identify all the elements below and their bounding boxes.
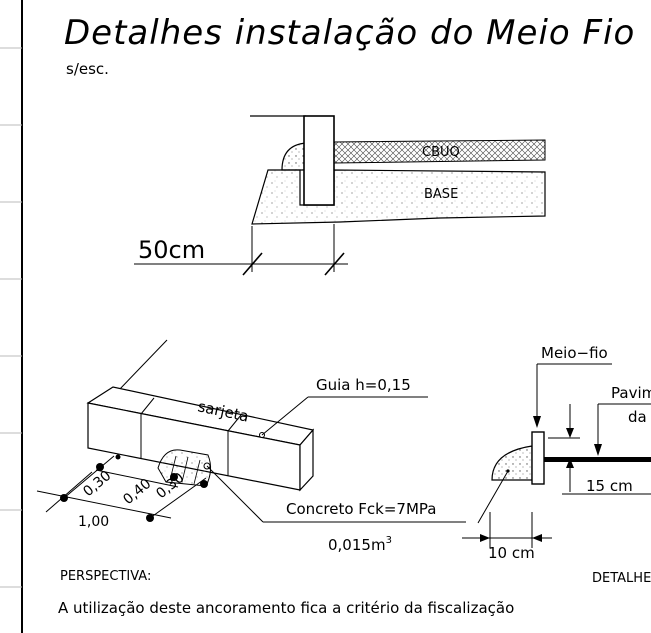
dim-10cm: 10 cm [488,544,535,562]
scale-note: s/esc. [66,60,109,78]
curb-cross-section: CBUQ BASE 50cm [134,115,546,276]
dim-15cm: 15 cm [586,477,633,495]
sheet-frame [0,0,23,633]
dim-100: 1,00 [78,514,109,530]
label-volume: 0,015m3 [328,535,392,554]
label-base: BASE [424,187,458,202]
label-cbuq: CBUQ [422,145,460,160]
dimension-50cm: 50cm [138,236,205,264]
curb-block-shape [303,115,335,206]
caption-detalhe: DETALHE [592,571,651,586]
label-concreto: Concreto Fck=7MPa [286,500,436,518]
label-meio-fio: Meio−fio [541,344,608,362]
perspective-view: sarjeta Guia h=0,15 Concreto Fck=7MPa 0,… [36,339,466,584]
label-pavim: Pavim [611,384,651,402]
label-da: da [628,408,647,426]
footer-note: A utilização deste ancoramento fica a cr… [58,599,514,617]
caption-perspectiva: PERSPECTIVA: [60,569,151,584]
base-layer-shape [251,169,546,225]
curb-detail-view: Meio−fio Pavim da 15 cm 10 cm DETAL [462,344,651,586]
page-title: Detalhes instalação do Meio Fio [64,13,635,53]
curb-backing-shape [281,142,307,171]
label-guia: Guia h=0,15 [316,376,411,394]
